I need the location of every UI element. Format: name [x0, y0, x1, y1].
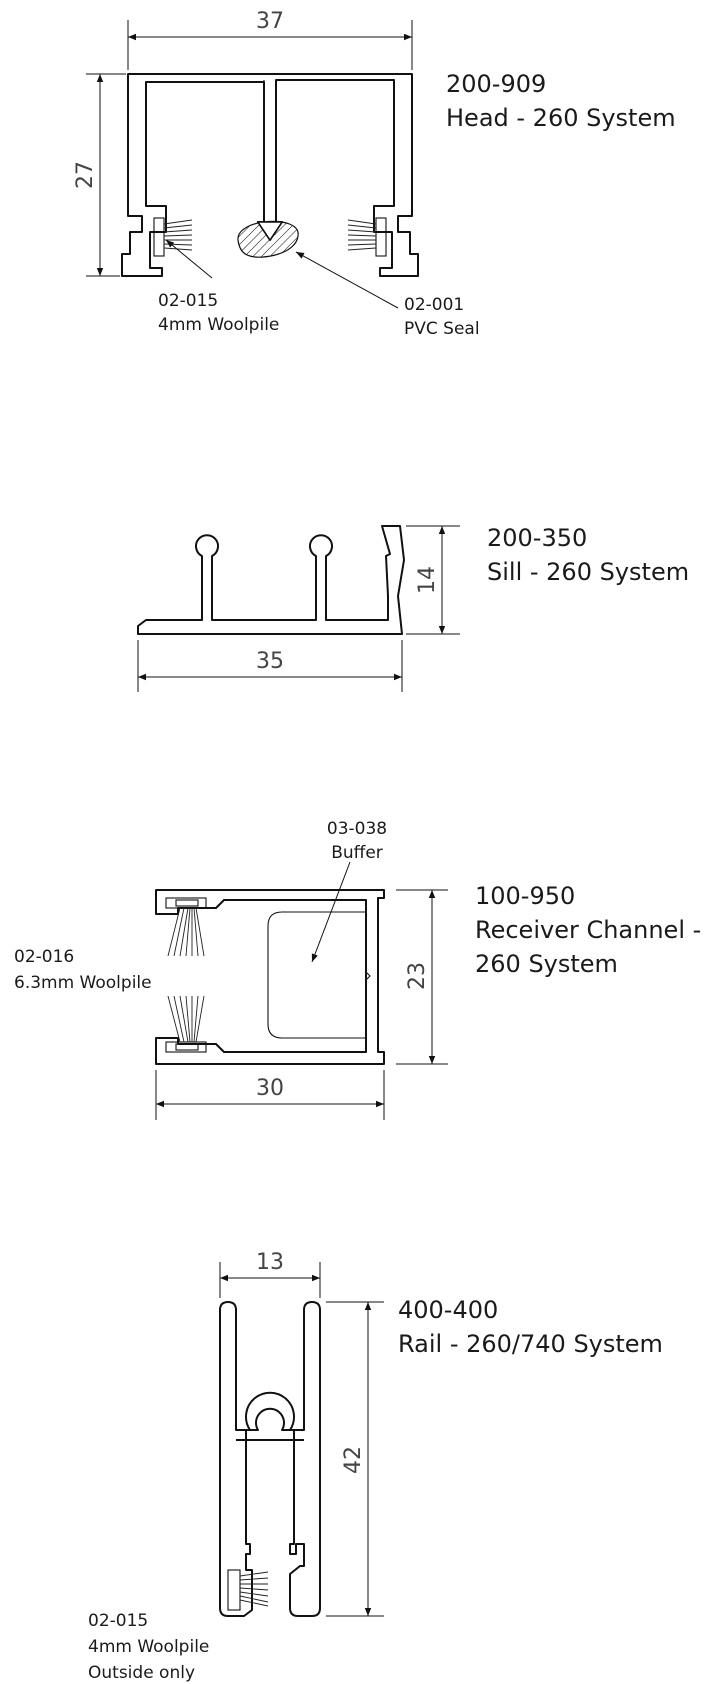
head-seal-leader	[295, 251, 399, 309]
sill-width-value: 35	[256, 649, 284, 674]
sill-height-value: 14	[415, 566, 440, 594]
rail-profile-section: 13 42 400-400 Rail - 260/740 System 02-0…	[88, 1250, 663, 1683]
receiver-buffer-tab	[365, 971, 371, 981]
head-woolpile-right	[347, 219, 377, 251]
head-profile-section: 37 27 200-909 Head - 260 System 02-015 4…	[73, 9, 676, 339]
sill-part-name: Sill - 260 System	[487, 558, 689, 586]
receiver-part-name-line2: 260 System	[475, 950, 618, 978]
receiver-woolpile-code: 02-016	[14, 947, 74, 967]
receiver-part-name-line1: Receiver Channel -	[475, 916, 701, 944]
head-part-name: Head - 260 System	[446, 104, 676, 132]
rail-screw-port	[236, 1391, 304, 1431]
rail-part-code: 400-400	[398, 1296, 498, 1324]
receiver-woolpile-holder-bottom	[165, 1041, 207, 1053]
receiver-height-value: 23	[405, 962, 430, 990]
receiver-woolpile-bottom	[167, 995, 205, 1043]
head-height-value: 27	[73, 161, 98, 189]
rail-woolpile-holder	[227, 1569, 241, 1611]
receiver-woolpile-insert-bottom	[175, 1043, 199, 1051]
head-woolpile-desc: 4mm Woolpile	[158, 315, 279, 335]
receiver-buffer-code: 03-038	[327, 819, 387, 839]
sill-profile-section: 35 14 200-350 Sill - 260 System	[137, 524, 689, 692]
head-seal-code: 02-001	[404, 295, 464, 315]
receiver-width-value: 30	[256, 1076, 284, 1101]
rail-woolpile-code: 02-015	[88, 1611, 148, 1631]
head-woolpile-leader	[165, 239, 213, 279]
receiver-woolpile-top	[167, 907, 205, 957]
head-woolpile-holder-left	[153, 217, 165, 257]
receiver-channel-section: 30 23 100-950 Receiver Channel - 260 Sys…	[14, 819, 701, 1120]
head-width-value: 37	[256, 9, 284, 34]
head-woolpile-code: 02-015	[158, 291, 218, 311]
head-seal-slot	[256, 221, 284, 242]
head-woolpile-holder-right	[375, 217, 387, 257]
receiver-woolpile-insert-top	[175, 899, 199, 907]
receiver-woolpile-holder-top	[165, 897, 207, 909]
head-inner-web	[263, 80, 277, 82]
head-woolpile-left	[163, 219, 193, 251]
receiver-buffer-desc: Buffer	[331, 843, 383, 863]
rail-width-value: 13	[256, 1250, 284, 1275]
rail-woolpile	[239, 1571, 269, 1607]
rail-woolpile-desc-line1: 4mm Woolpile	[88, 1637, 209, 1657]
receiver-part-code: 100-950	[475, 882, 575, 910]
receiver-buffer-leader	[311, 861, 351, 963]
rail-part-name: Rail - 260/740 System	[398, 1330, 663, 1358]
head-seal-desc: PVC Seal	[404, 319, 480, 339]
sill-part-code: 200-350	[487, 524, 587, 552]
rail-height-value: 42	[341, 1446, 366, 1474]
sill-profile-outline	[137, 525, 405, 635]
receiver-buffer	[267, 911, 367, 1039]
rail-woolpile-desc-line2: Outside only	[88, 1663, 195, 1683]
rail-right-leg	[289, 1301, 321, 1617]
rail-left-leg	[219, 1301, 253, 1617]
head-part-code: 200-909	[446, 70, 546, 98]
receiver-woolpile-desc: 6.3mm Woolpile	[14, 973, 152, 993]
